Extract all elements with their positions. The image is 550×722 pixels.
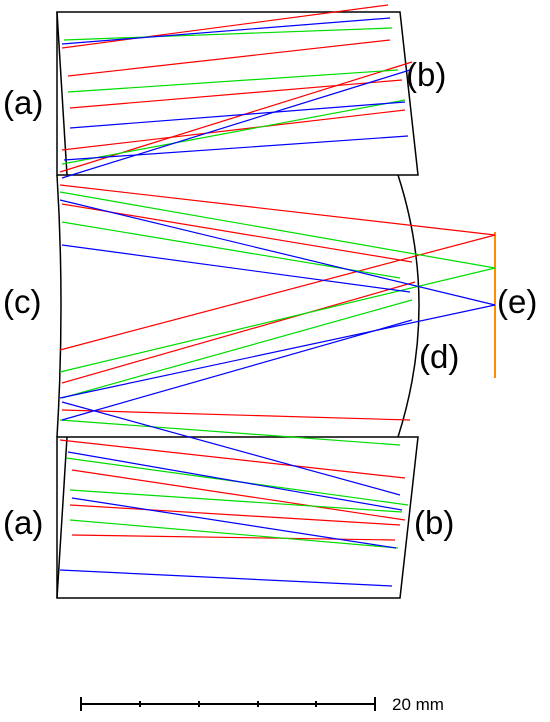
scale-bar-label: 20 mm [392,695,444,714]
label-b-top: (b) [406,56,446,93]
bottom-prism-outline [56,436,419,599]
top-prism-left-face [56,11,68,176]
top-prism-outline [56,11,419,176]
middle-lens-left-face [56,174,62,438]
ray-traces-blue [59,17,496,587]
label-e: (e) [497,283,537,320]
label-d: (d) [419,338,459,375]
diagram-labels: (a) (b) (c) (d) (e) (a) (b) [3,56,537,541]
ray-traces-green [59,27,496,549]
bottom-prism-left-face [56,436,68,599]
label-a-bottom: (a) [3,504,43,541]
label-b-bottom: (b) [414,504,454,541]
label-c: (c) [3,283,41,320]
scale-bar [80,697,376,711]
label-a-top: (a) [3,84,43,121]
middle-lens-right-face-d [397,174,420,438]
